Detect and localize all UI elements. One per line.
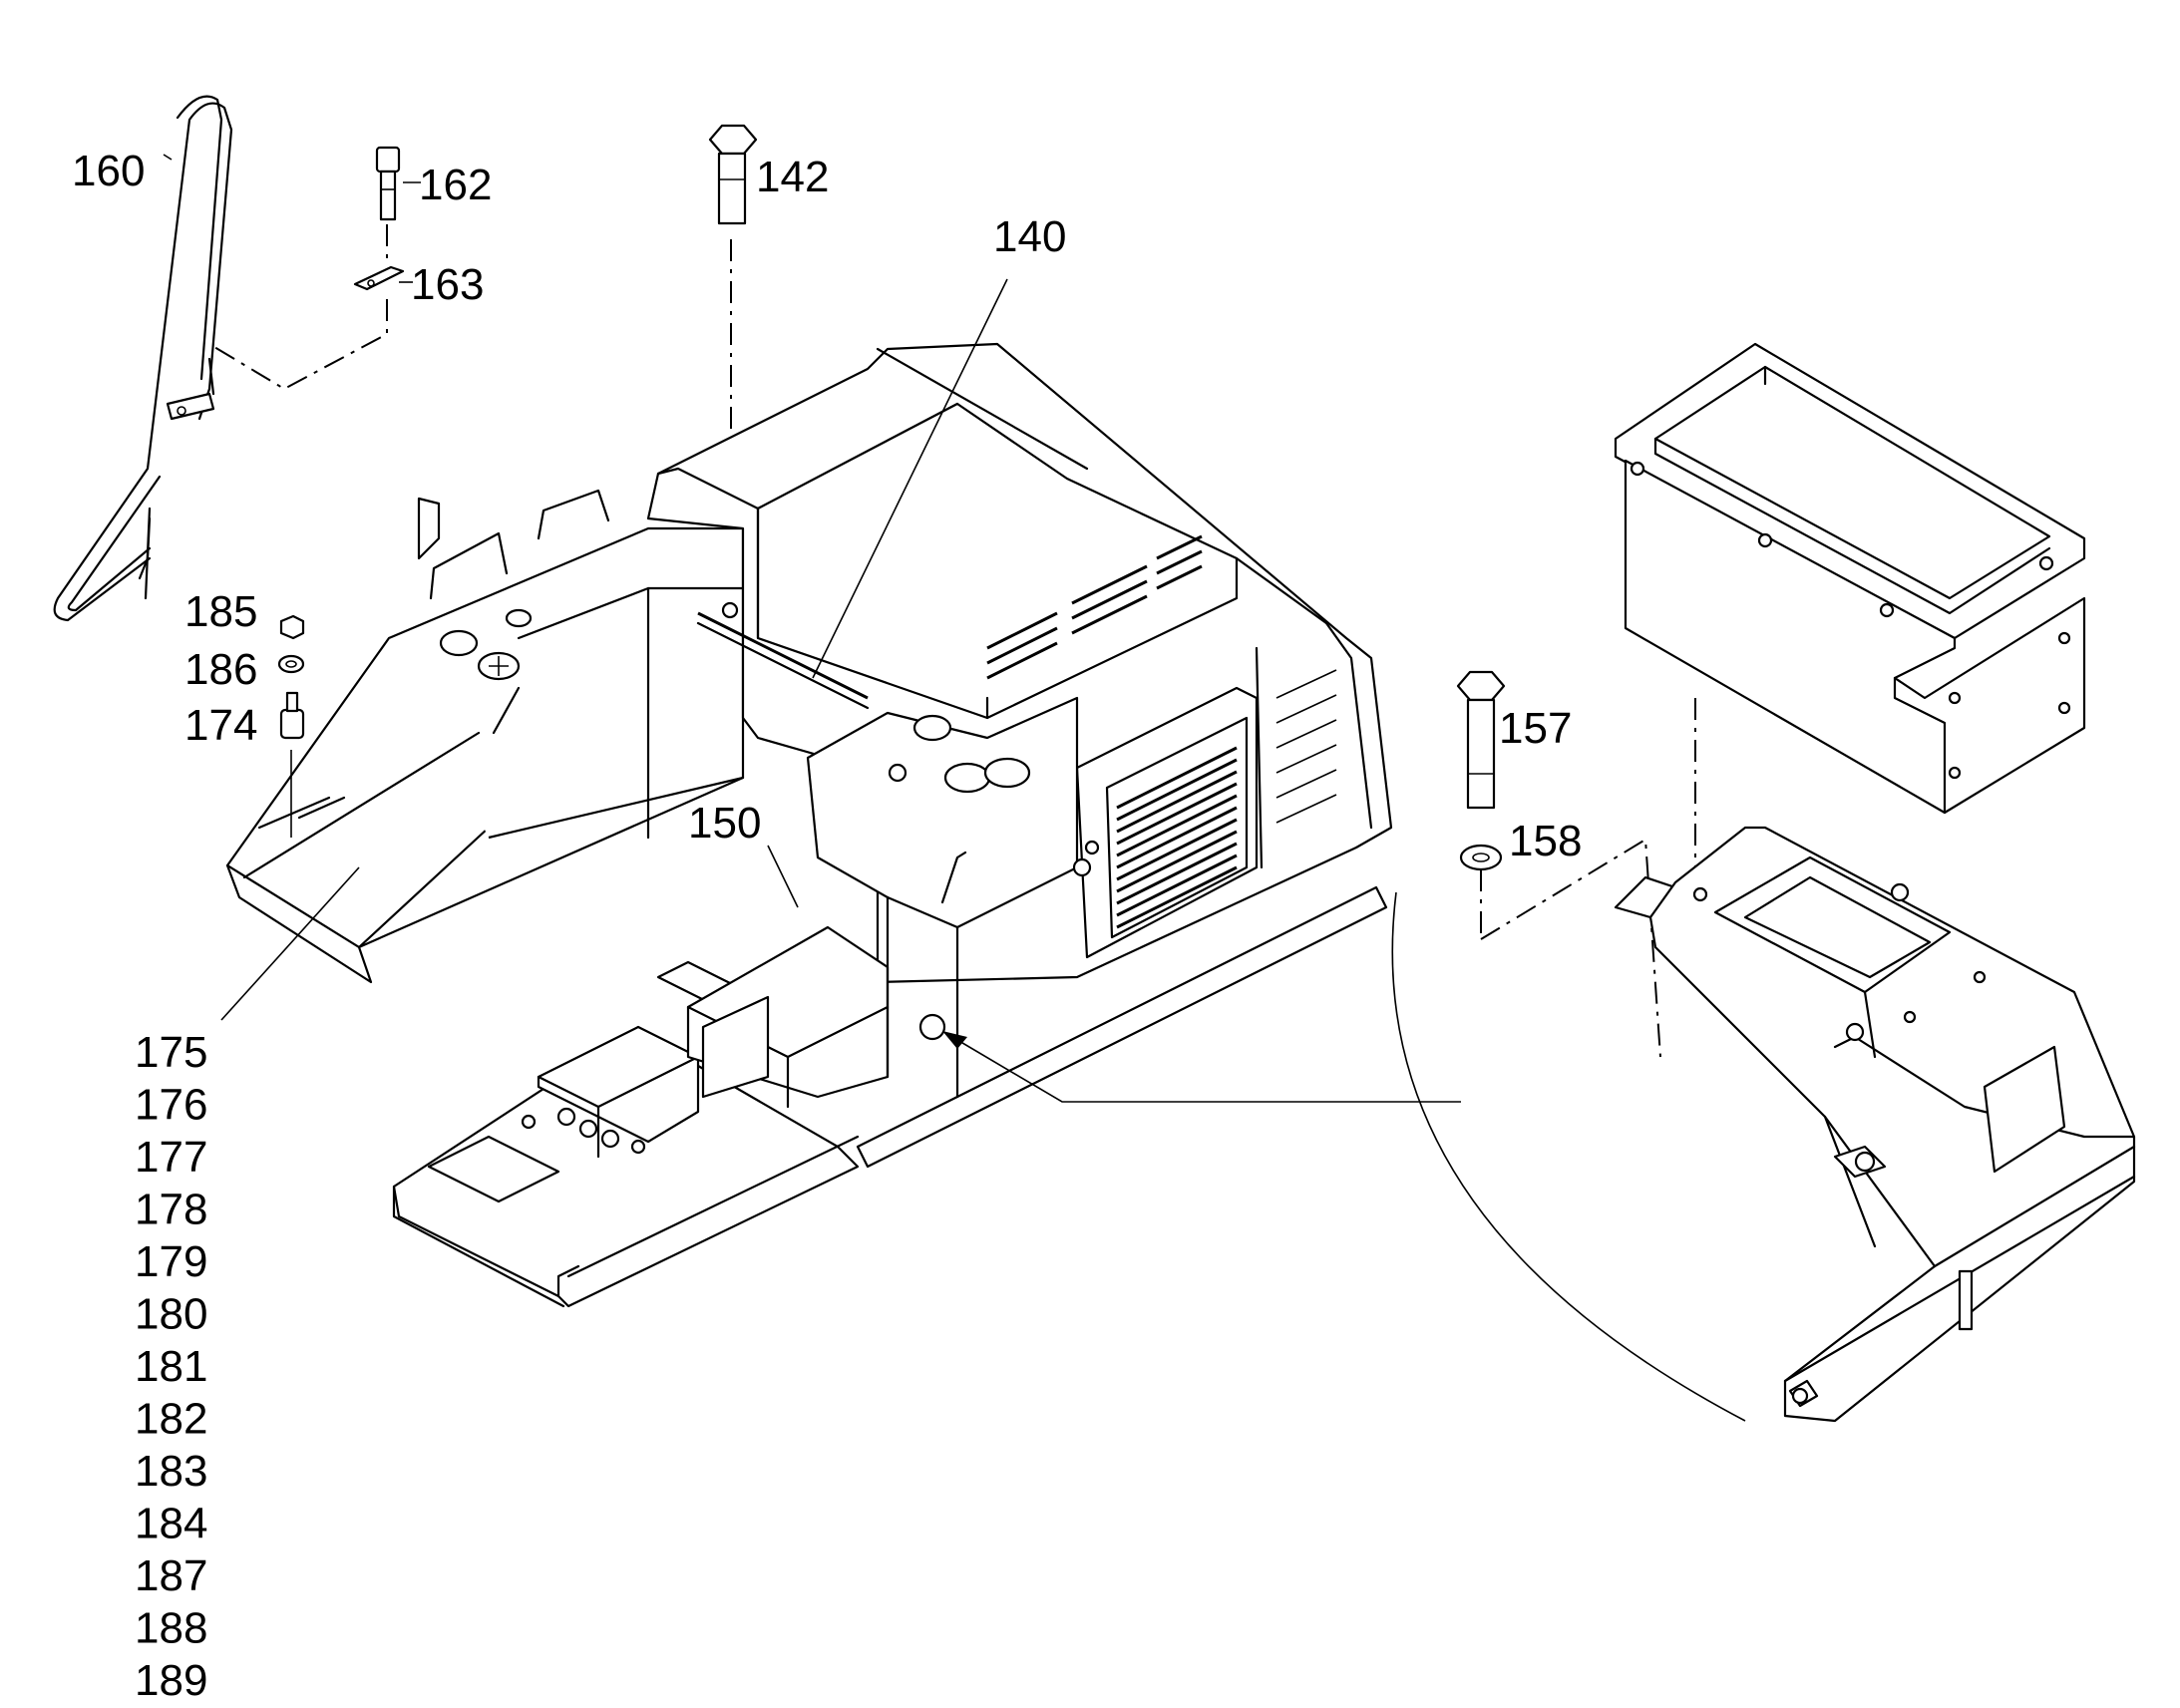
- parts-list-item: 184: [135, 1500, 207, 1548]
- parts-list-item: 187: [135, 1551, 207, 1600]
- callout-186: 186: [184, 645, 257, 694]
- callout-163: 163: [411, 260, 484, 309]
- screw-174: [279, 691, 305, 740]
- parts-list-item: 179: [135, 1237, 207, 1286]
- cab-side-louvres: [1275, 669, 1337, 824]
- bolt-142: [708, 124, 758, 225]
- seat-body-175: [225, 489, 745, 984]
- leader-160: [163, 154, 173, 161]
- parts-list-item: 182: [135, 1395, 207, 1444]
- callout-150: 150: [688, 799, 761, 848]
- leader-dash-frame: [1480, 838, 1661, 1058]
- mounting-box: [1614, 342, 2086, 815]
- parts-list-item: 183: [135, 1447, 207, 1496]
- detail-callout-arc: [1391, 891, 1746, 1422]
- nut-185: [279, 614, 305, 640]
- parts-list-item: 180: [135, 1290, 207, 1339]
- callout-158: 158: [1509, 817, 1582, 865]
- leader-150: [767, 845, 799, 908]
- parts-list-item: 176: [135, 1081, 207, 1130]
- washer-186: [277, 654, 305, 674]
- leader-dash-163: [208, 224, 388, 391]
- callout-174: 174: [184, 701, 257, 750]
- leader-140: [812, 278, 1008, 679]
- callout-162: 162: [419, 161, 492, 209]
- parts-list-item: 175: [135, 1028, 207, 1077]
- screw-162: [375, 146, 401, 221]
- detail-frame: [1614, 826, 2136, 1423]
- callout-157: 157: [1499, 704, 1572, 753]
- leader-175: [220, 866, 360, 1021]
- washer-158: [1459, 844, 1503, 871]
- callout-185: 185: [184, 587, 257, 636]
- cab-top-vents: [986, 534, 1203, 680]
- callout-160: 160: [72, 147, 145, 195]
- parts-list-item: 188: [135, 1604, 207, 1653]
- toothed-rail: [696, 611, 870, 710]
- parts-list-item: 178: [135, 1186, 207, 1234]
- callout-142: 142: [756, 153, 829, 201]
- detail-arrow-head: [942, 1031, 967, 1049]
- plate-163: [353, 265, 405, 291]
- bolt-157: [1456, 670, 1506, 810]
- parts-list-item: 177: [135, 1133, 207, 1182]
- callout-140: 140: [993, 212, 1066, 261]
- parts-list-item: 181: [135, 1342, 207, 1391]
- cab-grill-vents: [1116, 746, 1238, 929]
- grab-handle-160: [53, 95, 233, 622]
- base-frame-150: [392, 696, 1388, 1308]
- parts-list-item: 189: [135, 1656, 207, 1705]
- detail-arrow-leader: [951, 1036, 1461, 1103]
- cab-housing-140: [646, 342, 1393, 984]
